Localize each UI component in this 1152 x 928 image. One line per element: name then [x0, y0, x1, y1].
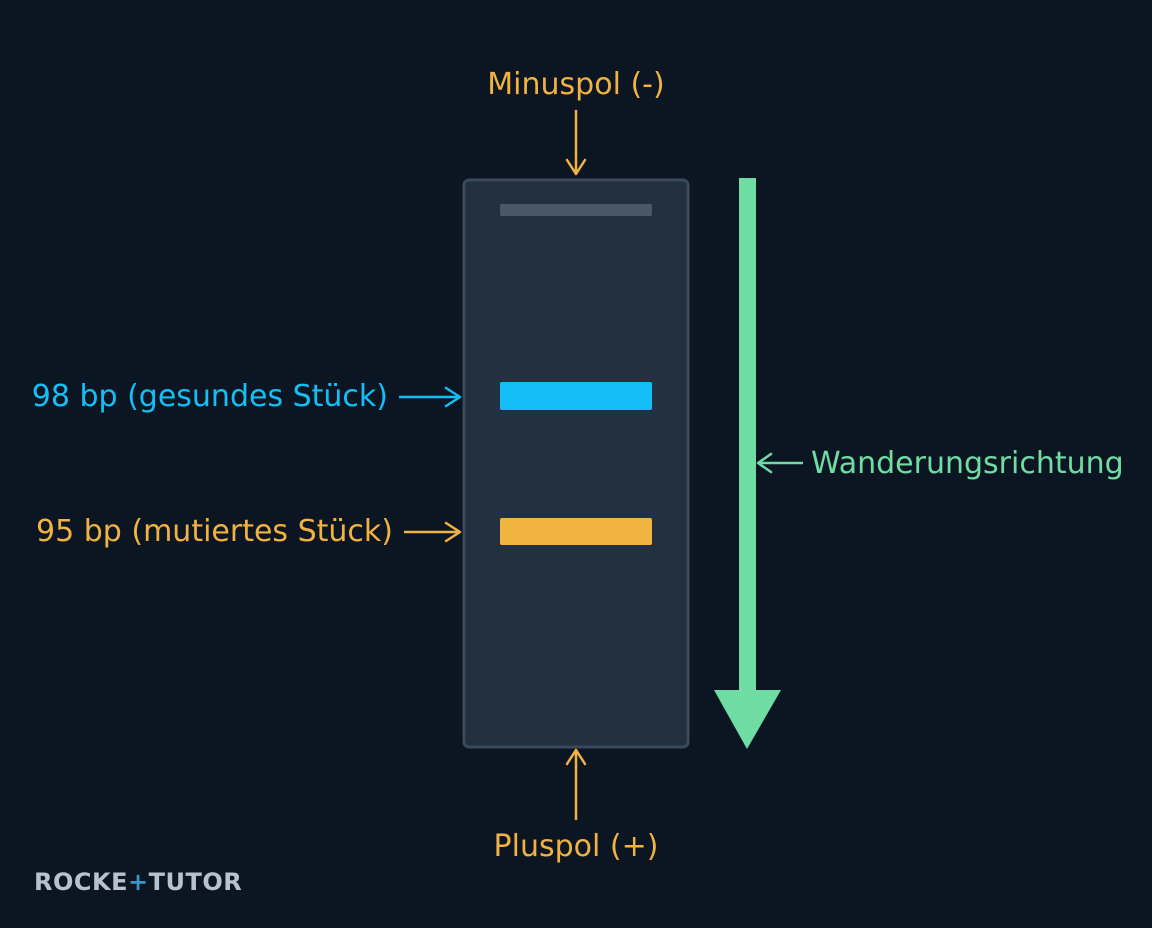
gel-slab [462, 178, 690, 749]
gel-well [500, 204, 652, 216]
logo-part-1: ROCKE [34, 868, 128, 896]
band-95bp [500, 518, 652, 545]
band-95bp-arrow-icon [404, 521, 462, 543]
minuspol-arrow-icon [565, 110, 587, 176]
band-98bp-label: 98 bp (gesundes Stück) [32, 379, 388, 414]
logo-part-2: + [128, 868, 149, 896]
logo-part-3: TUTOR [148, 868, 243, 896]
pluspol-arrow-icon [565, 748, 587, 820]
pluspol-label: Pluspol (+) [494, 829, 659, 864]
direction-label: Wanderungsrichtung [811, 446, 1124, 481]
band-98bp-arrow-icon [399, 386, 462, 408]
big-down-arrow-icon [714, 178, 781, 749]
band-98bp [500, 382, 652, 410]
rocketutor-logo: ROCKE+TUTOR [34, 868, 242, 896]
minuspol-label: Minuspol (-) [487, 67, 664, 102]
band-95bp-label: 95 bp (mutiertes Stück) [36, 514, 393, 549]
direction-arrow-icon [756, 452, 803, 474]
